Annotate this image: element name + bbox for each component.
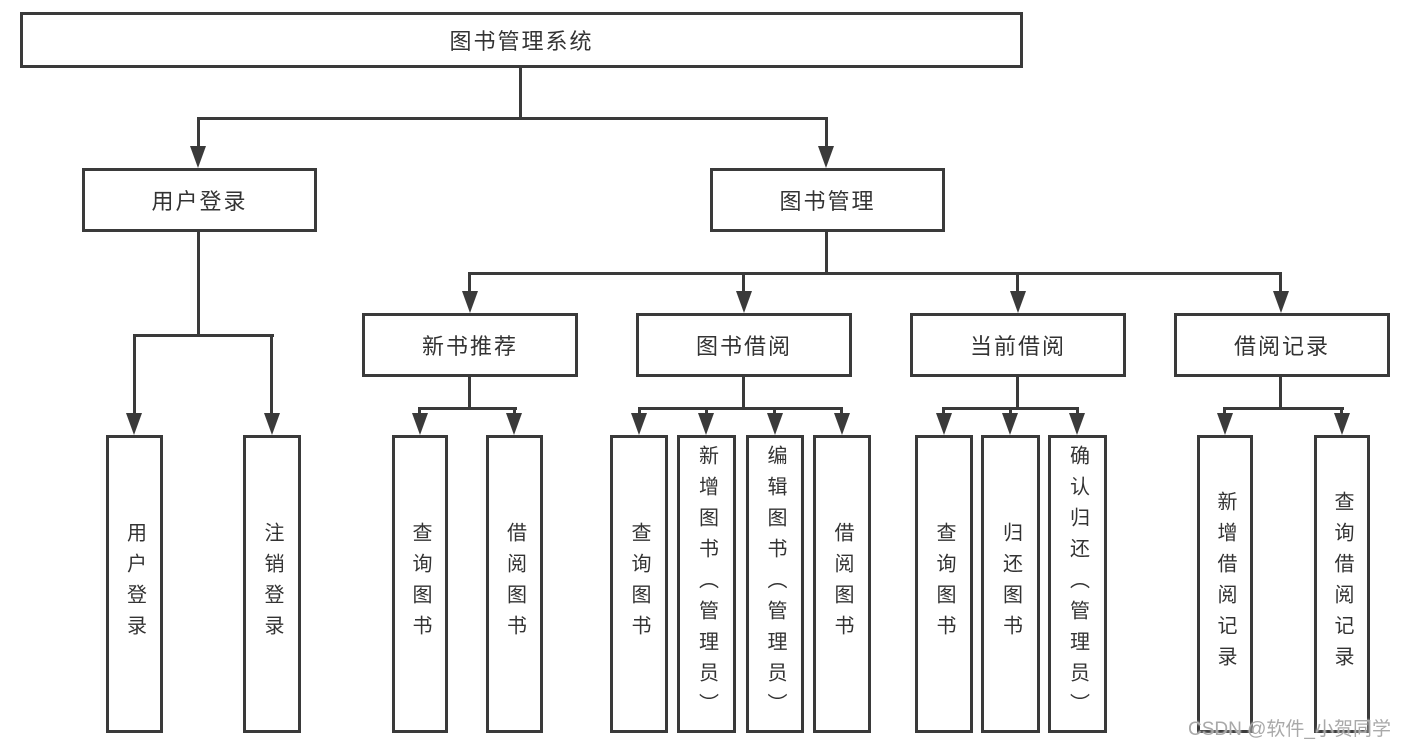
connector-line xyxy=(1223,407,1344,410)
node-borrowing-records-label: 借阅记录 xyxy=(1233,334,1330,359)
connector-line xyxy=(1016,377,1019,409)
node-book-management-label: 图书管理 xyxy=(779,189,876,214)
arrow-down-icon xyxy=(736,291,752,313)
leaf-logout: 注销登录 xyxy=(243,435,301,733)
connector-line xyxy=(197,117,828,120)
leaf-return-book-label: 归还图书 xyxy=(999,522,1022,646)
connector-line xyxy=(705,407,708,416)
leaf-borrow-books-1-label: 借阅图书 xyxy=(503,522,526,646)
connector-line xyxy=(773,407,776,416)
arrow-down-icon xyxy=(936,413,952,435)
connector-line xyxy=(418,407,421,416)
connector-line xyxy=(942,407,945,416)
node-user-login: 用户登录 xyxy=(82,168,317,232)
leaf-query-borrow-record: 查询借阅记录 xyxy=(1314,435,1370,733)
connector-line xyxy=(468,272,1282,275)
connector-line xyxy=(133,334,136,415)
arrow-down-icon xyxy=(126,413,142,435)
node-borrowing-records: 借阅记录 xyxy=(1174,313,1390,377)
arrow-down-icon xyxy=(1334,413,1350,435)
arrow-down-icon xyxy=(1010,291,1026,313)
leaf-query-books-1-label: 查询图书 xyxy=(409,522,431,646)
node-book-management: 图书管理 xyxy=(710,168,945,232)
connector-line xyxy=(742,377,745,409)
leaf-user-login: 用户登录 xyxy=(106,435,163,733)
leaf-borrow-books-2: 借阅图书 xyxy=(813,435,871,733)
arrow-down-icon xyxy=(264,413,280,435)
arrow-down-icon xyxy=(462,291,478,313)
connector-line xyxy=(270,334,273,415)
leaf-query-books-3-label: 查询图书 xyxy=(933,522,955,646)
leaf-logout-label: 注销登录 xyxy=(261,522,283,646)
node-current-borrowing: 当前借阅 xyxy=(910,313,1126,377)
leaf-return-book: 归还图书 xyxy=(981,435,1040,733)
node-root-label: 图书管理系统 xyxy=(449,29,594,54)
node-new-book-recommend: 新书推荐 xyxy=(362,313,578,377)
arrow-down-icon xyxy=(1217,413,1233,435)
connector-line xyxy=(825,232,828,275)
connector-line xyxy=(638,407,641,416)
arrow-down-icon xyxy=(834,413,850,435)
leaf-add-book-admin-label: 新增图书（管理员） xyxy=(695,444,718,724)
leaf-query-borrow-record-label: 查询借阅记录 xyxy=(1331,491,1353,677)
leaf-edit-book-admin-label: 编辑图书（管理员） xyxy=(764,444,786,724)
connector-line xyxy=(742,272,745,293)
leaf-query-books-2: 查询图书 xyxy=(610,435,668,733)
connector-line xyxy=(638,407,843,410)
node-new-book-recommend-label: 新书推荐 xyxy=(421,334,518,359)
leaf-query-books-3: 查询图书 xyxy=(915,435,973,733)
node-book-borrowing-label: 图书借阅 xyxy=(695,334,792,359)
arrow-down-icon xyxy=(506,413,522,435)
leaf-confirm-return-admin: 确认归还（管理员） xyxy=(1048,435,1107,733)
connector-line xyxy=(513,407,516,416)
node-current-borrowing-label: 当前借阅 xyxy=(969,334,1066,359)
leaf-borrow-books-2-label: 借阅图书 xyxy=(831,522,853,646)
leaf-add-book-admin: 新增图书（管理员） xyxy=(677,435,736,733)
connector-line xyxy=(133,334,274,337)
leaf-confirm-return-admin-label: 确认归还（管理员） xyxy=(1066,444,1089,724)
node-book-borrowing: 图书借阅 xyxy=(636,313,852,377)
connector-line xyxy=(418,407,517,410)
arrow-down-icon xyxy=(190,146,206,168)
arrow-down-icon xyxy=(1069,413,1085,435)
connector-line xyxy=(197,232,200,336)
arrow-down-icon xyxy=(767,413,783,435)
arrow-down-icon xyxy=(1002,413,1018,435)
connector-line xyxy=(1279,272,1282,293)
connector-line xyxy=(1009,407,1012,416)
connector-line xyxy=(840,407,843,416)
leaf-edit-book-admin: 编辑图书（管理员） xyxy=(746,435,804,733)
arrow-down-icon xyxy=(631,413,647,435)
node-root: 图书管理系统 xyxy=(20,12,1023,68)
leaf-borrow-books-1: 借阅图书 xyxy=(486,435,543,733)
connector-line xyxy=(1279,377,1282,409)
leaf-query-books-2-label: 查询图书 xyxy=(628,522,650,646)
leaf-add-borrow-record-label: 新增借阅记录 xyxy=(1214,491,1236,677)
arrow-down-icon xyxy=(818,146,834,168)
arrow-down-icon xyxy=(1273,291,1289,313)
connector-line xyxy=(468,377,471,409)
watermark: CSDN @软件_小贺同学 xyxy=(1188,719,1391,740)
leaf-user-login-label: 用户登录 xyxy=(123,522,146,646)
connector-line xyxy=(1223,407,1226,416)
arrow-down-icon xyxy=(698,413,714,435)
connector-line xyxy=(1340,407,1343,416)
connector-line xyxy=(1076,407,1079,416)
connector-line xyxy=(825,117,828,148)
connector-line xyxy=(197,117,200,148)
connector-line xyxy=(1016,272,1019,293)
connector-line xyxy=(519,68,522,119)
leaf-query-books-1: 查询图书 xyxy=(392,435,448,733)
node-user-login-label: 用户登录 xyxy=(151,189,248,214)
arrow-down-icon xyxy=(412,413,428,435)
leaf-add-borrow-record: 新增借阅记录 xyxy=(1197,435,1253,733)
connector-line xyxy=(468,272,471,293)
